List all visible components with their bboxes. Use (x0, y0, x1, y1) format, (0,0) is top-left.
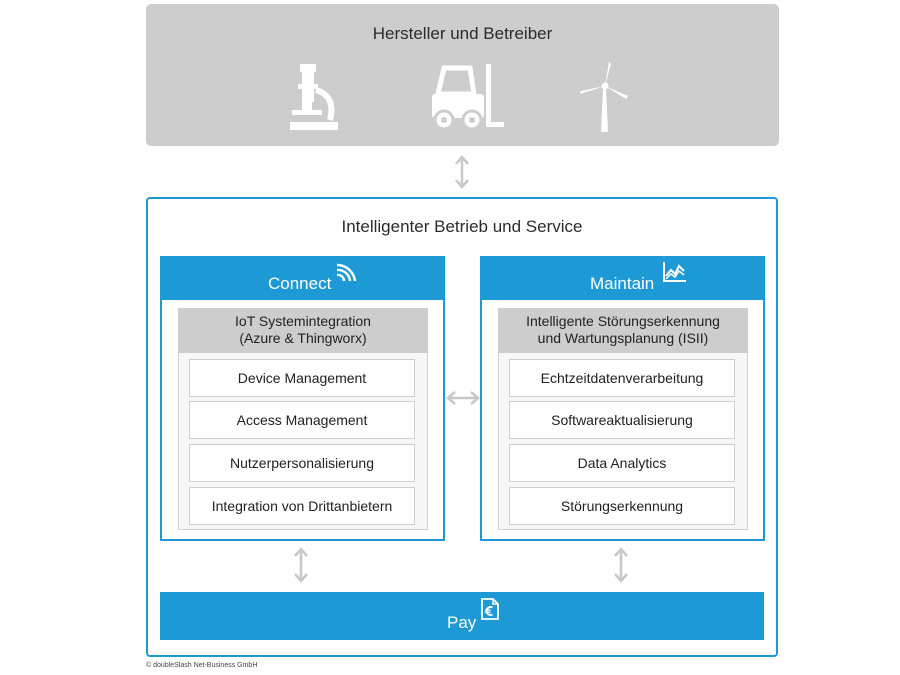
list-item-software-update: Softwareaktualisierung (509, 401, 735, 439)
vertical-double-arrow (455, 155, 469, 189)
isii-header: Intelligente Störungserkennung und Wartu… (498, 308, 748, 353)
forklift-icon (432, 64, 504, 131)
manufacturer-operator-box: Hersteller und Betreiber (146, 4, 779, 146)
list-item-third-party-integration: Integration von Drittanbietern (189, 487, 415, 525)
maintain-header: Maintain (480, 256, 765, 300)
intelligent-operation-service-frame: Intelligenter Betrieb und Service (146, 197, 778, 657)
isii-subtitle: und Wartungsplanung (ISII) (537, 330, 709, 346)
euro-document-icon (481, 598, 499, 620)
line-chart-icon (663, 262, 686, 282)
pay-bar: Pay (160, 592, 764, 640)
iot-integration-header: IoT Systemintegration (Azure & Thingworx… (178, 308, 428, 353)
maintain-panel: Maintain Intelligente Störungserkennung … (480, 256, 765, 541)
iot-integration-subtitle: (Azure & Thingworx) (239, 330, 367, 346)
iot-integration-title: IoT Systemintegration (235, 313, 371, 329)
list-item-access-management: Access Management (189, 401, 415, 439)
list-item-data-analytics: Data Analytics (509, 444, 735, 482)
wind-turbine-icon (580, 62, 628, 132)
connect-header: Connect (160, 256, 445, 300)
list-item-device-management: Device Management (189, 359, 415, 397)
list-item-user-personalization: Nutzerpersonalisierung (189, 444, 415, 482)
maintain-label: Maintain (590, 274, 655, 293)
copyright-notice: © doubleSlash Net-Business GmbH (146, 662, 258, 669)
list-item-realtime-processing: Echtzeitdatenverarbeitung (509, 359, 735, 397)
iot-integration-box: IoT Systemintegration (Azure & Thingworx… (178, 308, 428, 530)
manufacturer-operator-title: Hersteller und Betreiber (372, 24, 553, 43)
connect-label: Connect (268, 274, 332, 293)
connect-pay-arrow (294, 547, 308, 583)
pay-label: Pay (447, 613, 477, 632)
microscope-icon (290, 64, 338, 130)
horizontal-double-arrow (446, 391, 480, 405)
wifi-signal-icon (336, 263, 357, 282)
intelligent-operation-service-title: Intelligenter Betrieb und Service (341, 217, 583, 236)
connect-panel: Connect IoT Systemintegration (Azure & T… (160, 256, 445, 541)
isii-title: Intelligente Störungserkennung (526, 313, 720, 329)
maintain-pay-arrow (614, 547, 628, 583)
isii-box: Intelligente Störungserkennung und Wartu… (498, 308, 748, 530)
list-item-fault-detection: Störungserkennung (509, 487, 735, 525)
